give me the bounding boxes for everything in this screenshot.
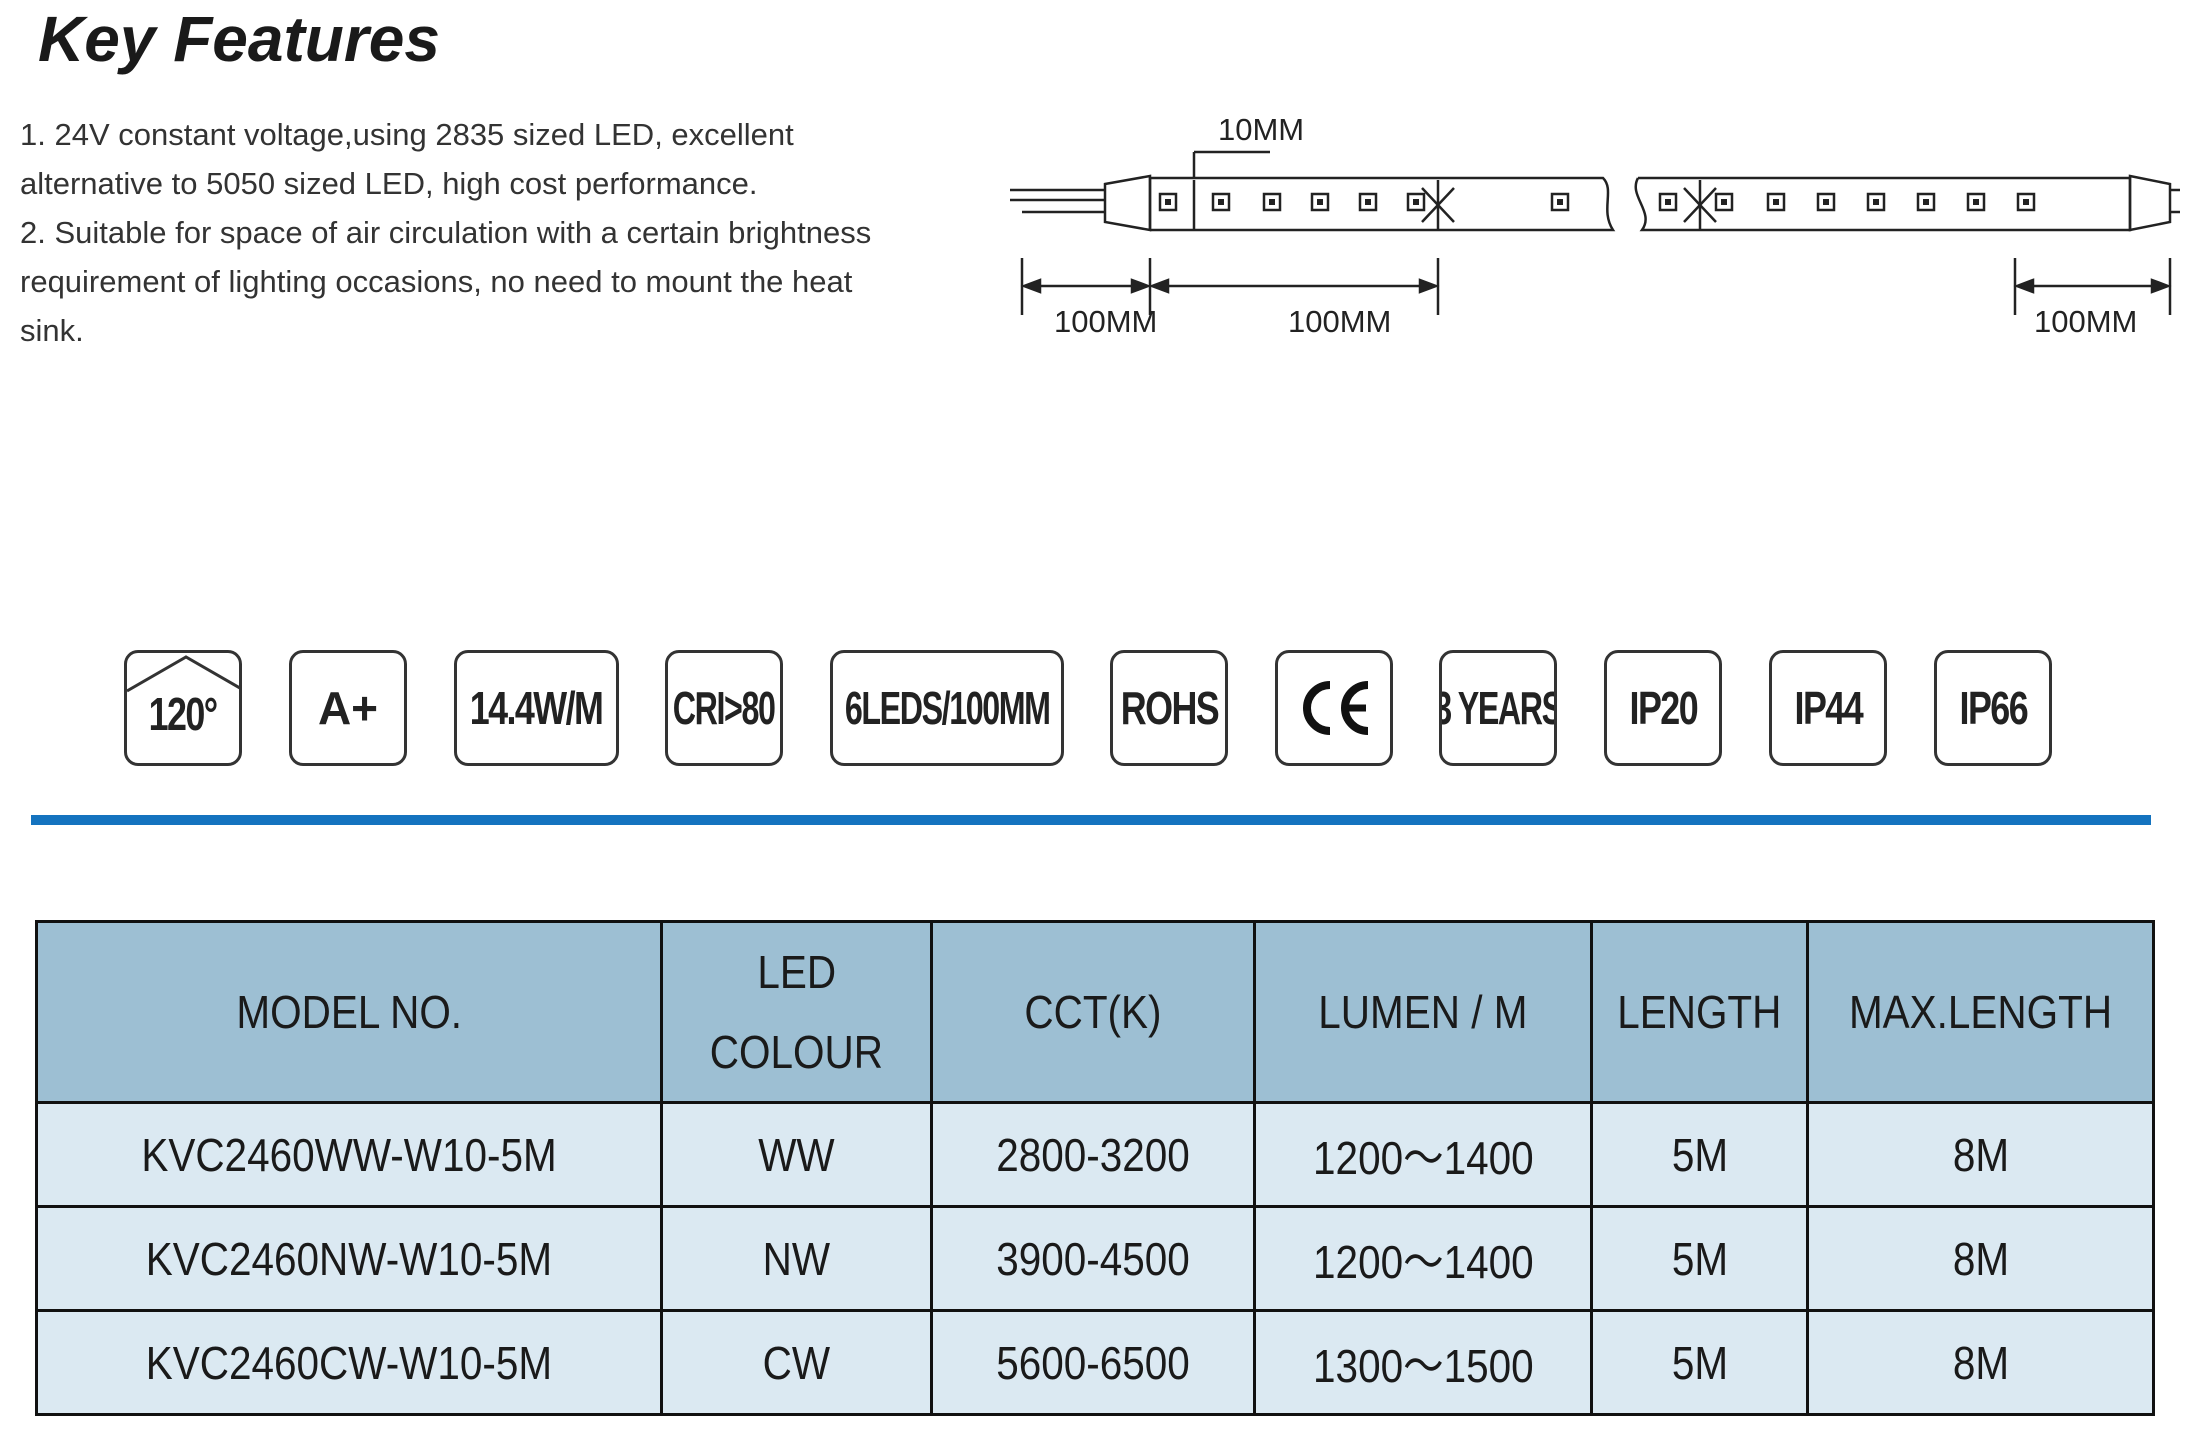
spec-badges: 120° A+ 14.4W/M CRI>80 6LEDS/100MM ROHS … bbox=[124, 650, 2052, 770]
badge-cri: CRI>80 bbox=[665, 650, 783, 766]
cell-lumen: 1200～1400 bbox=[1253, 1101, 1593, 1208]
cell-lumen: 1200～1400 bbox=[1253, 1205, 1593, 1312]
badge-warranty: 3 YEARS bbox=[1439, 650, 1557, 766]
cell-length: 5M bbox=[1590, 1205, 1809, 1312]
cell-colour: WW bbox=[660, 1101, 933, 1208]
cell-cct: 2800-3200 bbox=[930, 1101, 1256, 1208]
badge-label: CRI>80 bbox=[673, 682, 776, 734]
badge-label: 6LEDS/100MM bbox=[844, 682, 1051, 734]
table-row: KVC2460CW-W10-5M CW 5600-6500 1300～1500 … bbox=[35, 1309, 2155, 1416]
badge-ip44: IP44 bbox=[1769, 650, 1887, 766]
header-lumen: LUMEN / M bbox=[1253, 920, 1593, 1104]
header-model: MODEL NO. bbox=[35, 920, 663, 1104]
badge-label: ROHS bbox=[1120, 682, 1219, 734]
badge-label: 3 YEARS bbox=[1439, 682, 1557, 734]
page-title: Key Features bbox=[38, 3, 440, 75]
badge-ce: CE bbox=[1275, 650, 1393, 766]
header-length: LENGTH bbox=[1590, 920, 1809, 1104]
lead-left-label: 100MM bbox=[1054, 304, 1157, 339]
ce-mark-icon bbox=[1303, 681, 1369, 735]
header-cct: CCT(K) bbox=[930, 920, 1256, 1104]
cell-cct: 3900-4500 bbox=[930, 1205, 1256, 1312]
pitch-label: 10MM bbox=[1218, 112, 1304, 147]
feature-list: 1. 24V constant voltage,using 2835 sized… bbox=[20, 110, 900, 355]
table-header-row: MODEL NO. LED COLOUR CCT(K) LUMEN / M LE… bbox=[35, 920, 2155, 1104]
lead-right-label: 100MM bbox=[2034, 304, 2137, 339]
cell-model: KVC2460NW-W10-5M bbox=[35, 1205, 663, 1312]
beam-angle-icon bbox=[127, 655, 239, 693]
cell-max-length: 8M bbox=[1806, 1309, 2155, 1416]
badge-power: 14.4W/M bbox=[454, 650, 619, 766]
cell-length: 5M bbox=[1590, 1101, 1809, 1208]
badge-label: 120° bbox=[149, 688, 219, 740]
badge-beam-angle: 120° bbox=[124, 650, 242, 766]
badge-led-density: 6LEDS/100MM bbox=[830, 650, 1064, 766]
cell-colour: CW bbox=[660, 1309, 933, 1416]
badge-ip20: IP20 bbox=[1604, 650, 1722, 766]
badge-label: IP66 bbox=[1959, 682, 2028, 734]
cell-length: 5M bbox=[1590, 1309, 1809, 1416]
badge-ip66: IP66 bbox=[1934, 650, 2052, 766]
scissors-icon bbox=[1421, 180, 1717, 230]
badge-label: IP20 bbox=[1629, 682, 1698, 734]
badge-label: IP44 bbox=[1794, 682, 1863, 734]
cell-lumen: 1300～1500 bbox=[1253, 1309, 1593, 1416]
badge-energy-class: A+ bbox=[289, 650, 407, 766]
cut-length-label: 100MM bbox=[1288, 304, 1391, 339]
badge-label: A+ bbox=[317, 682, 379, 734]
table-row: KVC2460WW-W10-5M WW 2800-3200 1200～1400 … bbox=[35, 1101, 2155, 1208]
cell-model: KVC2460CW-W10-5M bbox=[35, 1309, 663, 1416]
cell-max-length: 8M bbox=[1806, 1101, 2155, 1208]
badge-rohs: ROHS bbox=[1110, 650, 1228, 766]
led-strip-diagram: 10MM 100MM 100MM 100MM bbox=[1010, 112, 2180, 339]
section-divider bbox=[31, 815, 2151, 825]
badge-label: 14.4W/M bbox=[470, 682, 604, 734]
header-led-colour: LED COLOUR bbox=[660, 920, 933, 1104]
cell-max-length: 8M bbox=[1806, 1205, 2155, 1312]
table-row: KVC2460NW-W10-5M NW 3900-4500 1200～1400 … bbox=[35, 1205, 2155, 1312]
cell-model: KVC2460WW-W10-5M bbox=[35, 1101, 663, 1208]
cell-cct: 5600-6500 bbox=[930, 1309, 1256, 1416]
header-max-length: MAX.LENGTH bbox=[1806, 920, 2155, 1104]
feature-item-2: 2. Suitable for space of air circulation… bbox=[20, 215, 872, 348]
cell-colour: NW bbox=[660, 1205, 933, 1312]
feature-item-1: 1. 24V constant voltage,using 2835 sized… bbox=[20, 117, 794, 201]
spec-table: MODEL NO. LED COLOUR CCT(K) LUMEN / M LE… bbox=[35, 920, 2155, 1416]
